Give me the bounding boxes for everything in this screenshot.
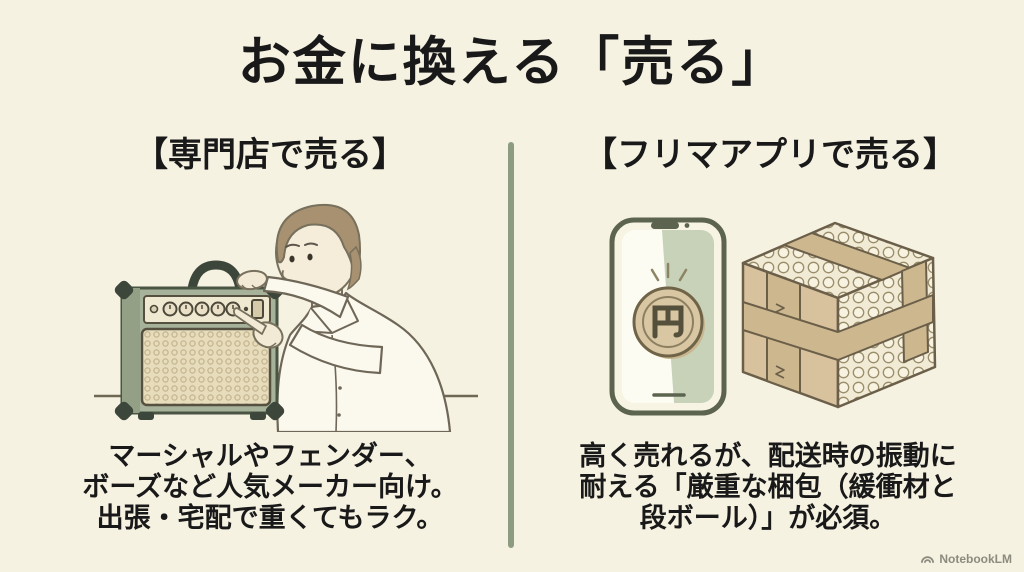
notebooklm-watermark: NotebookLM (920, 552, 1012, 566)
notebooklm-logo-icon (921, 556, 935, 563)
bubble-wrapped-parcel (741, 221, 937, 409)
left-column-caption: マーシャルやフェンダー、 ボーズなど人気メーカー向け。 出張・宅配で重くてもラク… (30, 441, 510, 534)
right-column-heading: 【フリマアプリで売る】 (583, 136, 957, 174)
watermark-label: NotebookLM (939, 552, 1012, 566)
caption-line: 段ボール）」が必須。 (639, 503, 897, 533)
caption-line: 出張・宅配で重くてもラク。 (96, 503, 444, 533)
caption-line: マーシャルやフェンダー、 (108, 441, 432, 471)
caption-line: ボーズなど人気メーカー向け。 (82, 472, 458, 502)
caption-line: 高く売れるが、配送時の振動に (579, 441, 957, 471)
smartphone (609, 217, 727, 416)
right-column-caption: 高く売れるが、配送時の振動に 耐える「厳重な梱包（緩衝材と 段ボール）」が必須。 (528, 441, 1008, 534)
person-arms (232, 269, 384, 375)
caption-line: 耐える「厳重な梱包（緩衝材と (579, 472, 957, 502)
guitar-amplifier (114, 260, 285, 421)
amp-knobs (162, 301, 241, 317)
guitar-amp-inspection-illustration (94, 203, 478, 432)
left-column-heading: 【専門店で売る】 (134, 136, 406, 174)
person-illustration (275, 203, 452, 432)
flea-market-app-illustration (609, 217, 937, 416)
sparkle-rays (650, 262, 688, 282)
column-divider (508, 142, 514, 548)
page-title: お金に換える「売る」 (237, 33, 787, 92)
yen-kanji-icon (652, 305, 684, 339)
yen-coin-icon (632, 286, 705, 359)
